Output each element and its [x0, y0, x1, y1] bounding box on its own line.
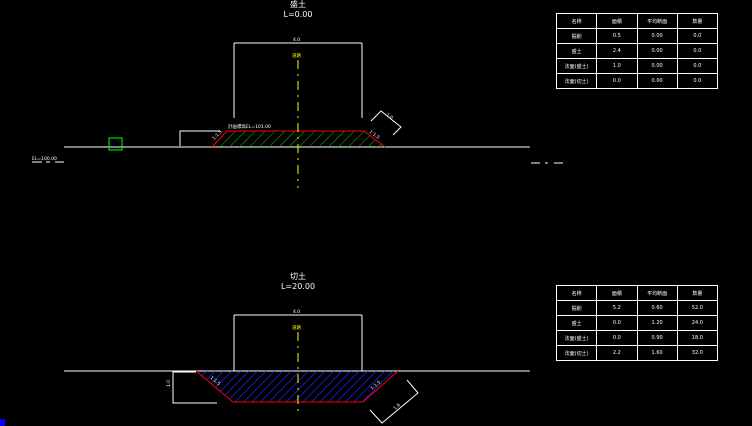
table-row: 掘削 5.2 0.60 52.0 — [555, 300, 719, 316]
table-cell: 法面(盛土) — [555, 330, 598, 346]
table-cell: 0.00 — [636, 43, 678, 59]
table-cell: 法面(盛土) — [555, 58, 598, 74]
table-cell: 52.0 — [676, 300, 719, 316]
table-cell: 0.0 — [676, 58, 719, 74]
depth-bracket — [172, 371, 217, 404]
table-cell: 掘削 — [555, 300, 598, 316]
table-row: 法面(盛土) 1.0 0.00 0.0 — [555, 58, 719, 74]
section-location: L=20.00 — [280, 282, 316, 291]
table-cell: 18.0 — [676, 330, 719, 346]
table-cell: 0.00 — [636, 58, 678, 74]
quantity-table-cut: 名称 面積 平均断面 数量 掘削 5.2 0.60 52.0 盛土 0.0 1.… — [555, 285, 719, 361]
height-bracket — [179, 130, 220, 146]
table-header: 数量 — [676, 285, 719, 301]
depth-label: 1.0 — [166, 380, 172, 387]
marker-square[interactable] — [108, 137, 123, 151]
table-cell: 0.0 — [676, 73, 719, 89]
ground-label: 計画標高EL=101.00 — [228, 123, 271, 130]
table-cell: 5.2 — [596, 300, 638, 316]
table-cell: 0.5 — [596, 28, 638, 44]
width-label: 4.0 — [293, 37, 300, 43]
section-name: 切土 — [290, 272, 306, 281]
table-cell: 0.0 — [676, 28, 719, 44]
table-cell: 1.0 — [596, 58, 638, 74]
table-cell: 0.0 — [596, 330, 638, 346]
table-row: 盛土 2.4 0.00 0.0 — [555, 43, 719, 59]
slope-len-label: 1.0 — [385, 112, 394, 121]
section-title-cut: 切土 L=20.00 — [268, 272, 328, 292]
table-cell: 1.20 — [636, 315, 678, 331]
table-row: 法面(切土) 0.0 0.00 0.0 — [555, 73, 719, 89]
table-cell: 0.00 — [636, 73, 678, 89]
table-header-row: 名称 面積 平均断面 数量 — [555, 13, 719, 29]
width-label: 4.0 — [293, 309, 300, 315]
table-row: 法面(切土) 2.2 1.60 32.0 — [555, 345, 719, 361]
table-cell: 2.2 — [596, 345, 638, 361]
table-header: 面積 — [596, 13, 638, 29]
section-title-fill: 盛土 L=0.00 — [268, 0, 328, 20]
table-cell: 1.60 — [636, 345, 678, 361]
table-header-row: 名称 面積 平均断面 数量 — [555, 285, 719, 301]
table-header: 平均断面 — [636, 13, 678, 29]
table-cell: 法面(切土) — [555, 345, 598, 361]
table-cell: 法面(切土) — [555, 73, 598, 89]
table-row: 法面(盛土) 0.0 0.90 18.0 — [555, 330, 719, 346]
cut-area — [196, 371, 398, 402]
table-cell: 盛土 — [555, 315, 598, 331]
quantity-table-fill: 名称 面積 平均断面 数量 掘削 0.5 0.00 0.0 盛土 2.4 0.0… — [555, 13, 719, 89]
table-cell: 0.0 — [596, 73, 638, 89]
table-cell: 32.0 — [676, 345, 719, 361]
table-header: 名称 — [555, 285, 598, 301]
section-name: 盛土 — [290, 0, 306, 9]
table-cell: 0.00 — [636, 28, 678, 44]
slope-dim — [370, 110, 402, 136]
fill-section: EL=100.00 4.0 道路 計画標高EL=101.00 1:1.5 1:1… — [32, 37, 563, 188]
table-header: 平均断面 — [636, 285, 678, 301]
center-label: 道路 — [292, 324, 301, 331]
slope-right-label: 1:1.5 — [368, 129, 381, 141]
datum-label: EL=100.00 — [32, 156, 57, 162]
table-cell: 0.60 — [636, 300, 678, 316]
table-cell: 掘削 — [555, 28, 598, 44]
table-cell: 2.4 — [596, 43, 638, 59]
slope-len-label: 1.9 — [392, 402, 401, 411]
slope-dim — [369, 379, 419, 424]
table-row: 盛土 0.0 1.20 24.0 — [555, 315, 719, 331]
table-cell: 0.90 — [636, 330, 678, 346]
cut-section: 4.0 道路 1.0 1:1.5 1:1.5 1.9 — [64, 309, 530, 424]
table-cell: 0.0 — [596, 315, 638, 331]
table-cell: 0.0 — [676, 43, 719, 59]
fill-outline — [211, 130, 386, 148]
section-location: L=0.00 — [283, 10, 313, 19]
table-header: 面積 — [596, 285, 638, 301]
table-cell: 盛土 — [555, 43, 598, 59]
table-header: 数量 — [676, 13, 719, 29]
table-cell: 24.0 — [676, 315, 719, 331]
center-label: 道路 — [292, 52, 301, 59]
table-row: 掘削 0.5 0.00 0.0 — [555, 28, 719, 44]
table-header: 名称 — [555, 13, 598, 29]
corner-marker — [0, 419, 5, 426]
